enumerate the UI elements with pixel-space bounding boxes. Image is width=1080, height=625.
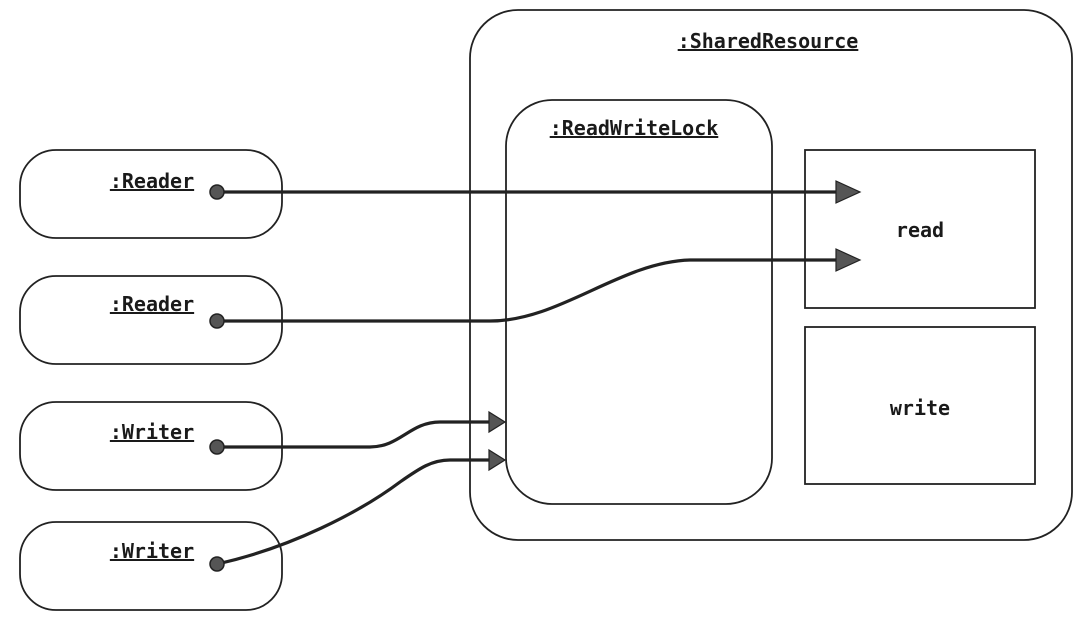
shared-resource-object: :SharedResource — [469, 9, 1073, 541]
origin-dot-2 — [209, 313, 225, 329]
read-operation-label: read — [896, 218, 944, 242]
read-write-lock-object: :ReadWriteLock — [505, 99, 773, 505]
flow-line-4 — [215, 458, 494, 566]
writer-label-2: :Writer — [110, 539, 194, 563]
read-write-lock-label: :ReadWriteLock — [550, 116, 719, 140]
arrowhead-2 — [835, 248, 862, 272]
reader-1-to-read-flow — [209, 180, 862, 204]
writer-2-to-lock-flow — [209, 448, 507, 572]
arrowhead-1 — [835, 180, 862, 204]
writer-box-2 — [19, 521, 283, 611]
origin-dot-1 — [209, 184, 225, 200]
reader-2-to-read-flow — [209, 248, 862, 329]
write-operation-box — [804, 326, 1036, 485]
writer-1-to-lock-flow — [209, 410, 507, 455]
reader-object-1: :Reader — [19, 149, 283, 239]
writer-label-1: :Writer — [110, 420, 194, 444]
reader-label-2: :Reader — [110, 292, 194, 316]
read-operation-box — [804, 149, 1036, 309]
reader-label-1: :Reader — [110, 169, 194, 193]
write-operation-label: write — [890, 396, 950, 420]
reader-box-1 — [19, 149, 283, 239]
shared-resource-box — [469, 9, 1073, 541]
arrowhead-3 — [488, 410, 507, 434]
shared-resource-label: :SharedResource — [678, 29, 859, 53]
flow-line-2 — [215, 258, 842, 323]
write-operation: write — [804, 326, 1036, 485]
origin-dot-4 — [209, 556, 225, 572]
read-write-lock-box — [505, 99, 773, 505]
writer-object-2: :Writer — [19, 521, 283, 611]
origin-dot-3 — [209, 439, 225, 455]
flow-line-3 — [215, 420, 494, 449]
writer-object-1: :Writer — [19, 401, 283, 491]
read-operation: read — [804, 149, 1036, 309]
arrowhead-4 — [488, 448, 507, 472]
